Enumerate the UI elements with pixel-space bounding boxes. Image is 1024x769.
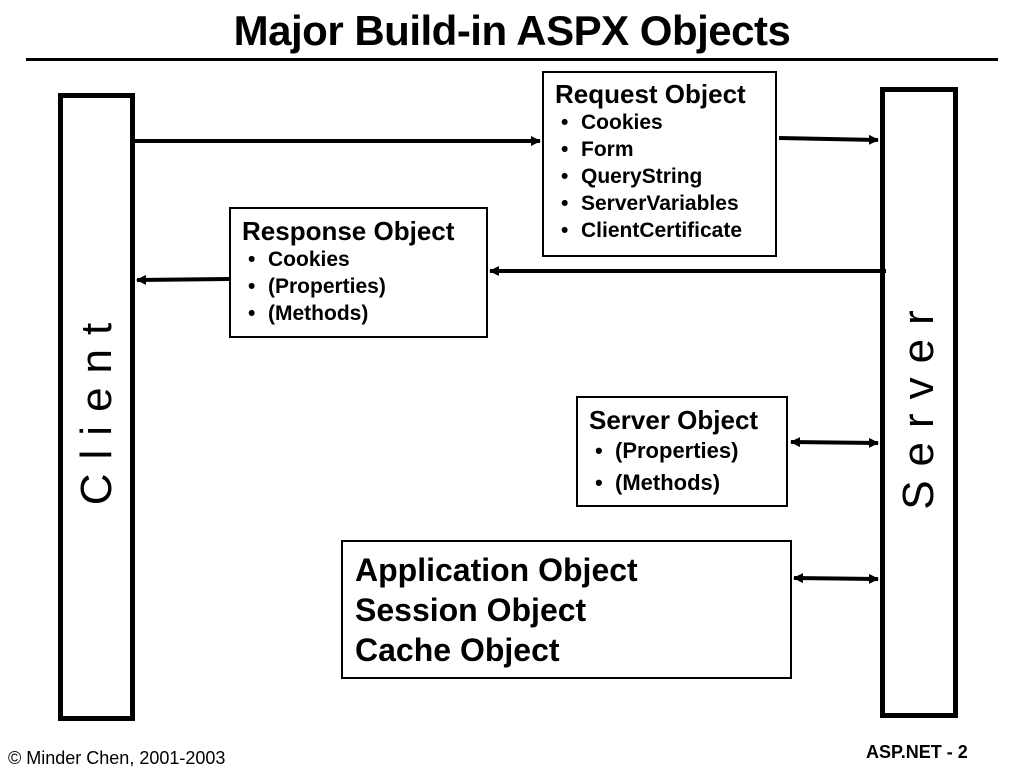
list-item: • ServerVariables (555, 190, 775, 217)
server-object-box: Server Object • (Properties) • (Methods) (576, 396, 788, 507)
bullet-icon: • (561, 219, 569, 242)
response-item-label: Cookies (268, 248, 350, 271)
list-item: • (Properties) (242, 273, 486, 300)
bullet-icon: • (595, 470, 603, 495)
title-underline (26, 58, 998, 61)
request-item-label: ClientCertificate (581, 219, 743, 242)
bullet-icon: • (561, 165, 569, 188)
server-item-label: (Methods) (615, 470, 721, 495)
request-object-box: Request Object • Cookies • Form • QueryStri… (542, 71, 777, 257)
list-item: • QueryString (555, 163, 775, 190)
session-object-label: Session Object (355, 592, 587, 628)
list-item: • Cookies (555, 109, 775, 136)
request-to-server-arrow (778, 134, 879, 145)
request-item-label: ServerVariables (581, 192, 739, 215)
response-object-box: Response Object • Cookies • (Properties) •… (229, 207, 488, 338)
list-item: • ClientCertificate (555, 217, 775, 244)
list-item: • Form (555, 136, 775, 163)
slide-number: ASP.NET - 2 (866, 742, 968, 762)
application-bidirectional-arrow (793, 573, 879, 584)
bullet-icon: • (595, 438, 603, 463)
bullet-icon: • (248, 248, 256, 271)
bullet-icon: • (561, 111, 569, 134)
response-item-label: (Methods) (268, 302, 369, 325)
list-item: • (Methods) (589, 467, 786, 499)
server-object-list: • (Properties) • (Methods) (589, 435, 786, 499)
bullet-icon: • (248, 275, 256, 298)
application-session-cache-box: Application Object Session Object Cache … (341, 540, 792, 679)
request-item-label: Form (581, 138, 634, 161)
server-pillar: Server (880, 87, 958, 718)
request-item-label: QueryString (581, 165, 703, 188)
response-to-client-arrow (136, 274, 230, 285)
list-item: • (Methods) (242, 300, 486, 327)
cache-object-label: Cache Object (355, 632, 560, 668)
request-object-title: Request Object (555, 79, 746, 109)
response-item-label: (Properties) (268, 275, 386, 298)
list-item: • (Properties) (589, 435, 786, 467)
bullet-icon: • (561, 138, 569, 161)
list-item: • Cookies (242, 246, 486, 273)
slide-title: Major Build-in ASPX Objects (233, 7, 791, 54)
response-object-list: • Cookies • (Properties) • (Methods) (242, 246, 486, 327)
server-item-label: (Properties) (615, 438, 739, 463)
copyright-text: © Minder Chen, 2001-2003 (8, 748, 226, 768)
bullet-icon: • (248, 302, 256, 325)
server-object-title: Server Object (589, 405, 759, 435)
request-item-label: Cookies (581, 111, 663, 134)
application-object-label: Application Object (355, 552, 638, 588)
request-object-list: • Cookies • Form • QueryString • ServerVaria… (555, 109, 775, 244)
client-pillar: Client (58, 93, 135, 721)
response-object-title: Response Object (242, 216, 455, 246)
bullet-icon: • (561, 192, 569, 215)
server-object-bidirectional-arrow (790, 437, 879, 448)
